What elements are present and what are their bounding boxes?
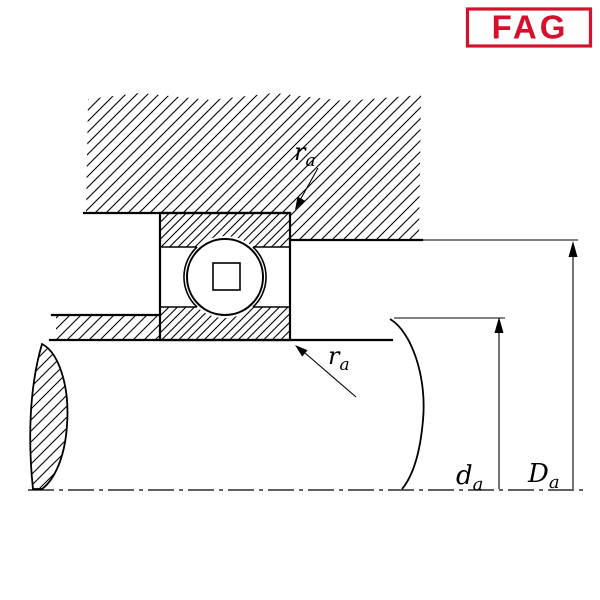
shaft-shoulder-hatch [56,315,160,340]
shaft-break-curve [389,318,425,490]
ra-bottom-label: ra [328,342,350,375]
da-dimension: da [456,317,504,495]
fag-logo-text: FAG [492,9,569,46]
ra-bottom-leader-arrowhead [295,345,308,357]
shaft-section [29,313,505,490]
ra-top-leader-arrowhead [295,196,305,210]
Da-arrowhead [568,241,578,257]
ra-annotation-bottom: ra [295,342,357,398]
housing-hatch-area [86,93,421,240]
groove-arc-left [183,246,198,308]
Da-label: Da [527,459,560,493]
ball [186,238,264,316]
fag-logo-box [465,7,593,48]
ball-section-square [212,262,241,291]
groove-arc-right [252,246,267,308]
ra-annotation-top: ra [294,138,319,210]
Da-dimension: Da [527,241,578,493]
da-arrowhead [494,317,504,333]
fag-logo: FAG [465,7,593,48]
ra-bottom-leader-line [304,352,357,398]
ra-top-label: ra [294,138,316,171]
da-label: da [456,461,483,495]
bearing-outline [158,211,292,342]
ra-top-leader-line [298,167,319,203]
bearing-cross-section [158,211,292,342]
housing-section [82,93,578,242]
shaft-break-section [29,342,69,490]
